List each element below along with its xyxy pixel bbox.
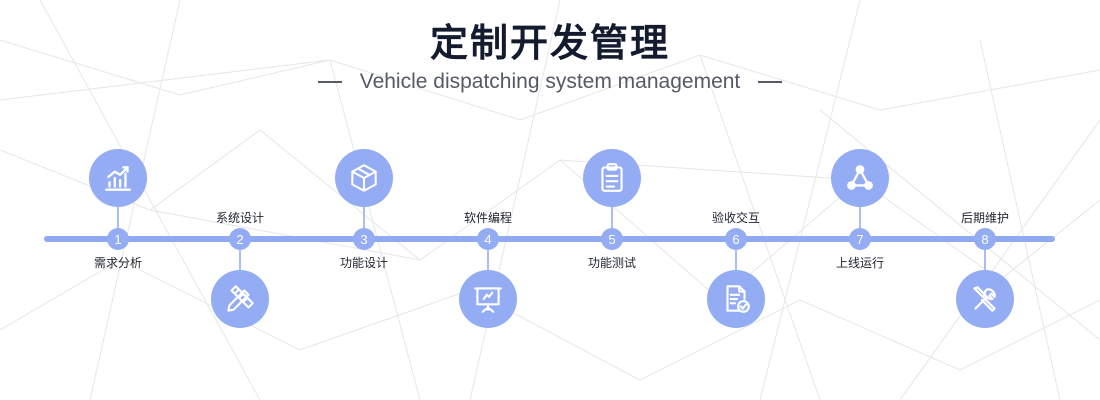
subtitle-row: Vehicle dispatching system management bbox=[0, 70, 1100, 94]
connector bbox=[611, 206, 613, 230]
connector bbox=[363, 206, 365, 230]
page-subtitle: Vehicle dispatching system management bbox=[359, 70, 741, 93]
step-number: 5 bbox=[601, 228, 623, 250]
subtitle-dash-left bbox=[317, 81, 342, 83]
step-label: 软件编程 bbox=[463, 211, 512, 225]
step-number: 2 bbox=[229, 228, 251, 250]
connector bbox=[859, 206, 861, 230]
step-number: 4 bbox=[477, 228, 499, 250]
step-number: 8 bbox=[974, 228, 996, 250]
step-number: 7 bbox=[849, 228, 871, 250]
network-icon bbox=[831, 149, 889, 207]
step-label: 上线运行 bbox=[835, 256, 884, 270]
timeline-bar bbox=[44, 236, 1055, 242]
chart-icon bbox=[89, 149, 147, 207]
connector bbox=[239, 250, 241, 272]
step-number: 3 bbox=[353, 228, 375, 250]
step-label: 功能测试 bbox=[587, 256, 636, 270]
page-title: 定制开发管理 bbox=[429, 21, 670, 65]
pencil-ruler-icon bbox=[211, 270, 269, 328]
clipboard-icon bbox=[583, 149, 641, 207]
document-check-icon bbox=[707, 270, 765, 328]
step-label: 验收交互 bbox=[711, 211, 760, 225]
step-label: 需求分析 bbox=[93, 256, 142, 270]
step-number: 6 bbox=[725, 228, 747, 250]
subtitle-dash-right bbox=[758, 81, 783, 83]
connector bbox=[117, 206, 119, 230]
step-number: 1 bbox=[107, 228, 129, 250]
connector bbox=[487, 250, 489, 272]
cube-icon bbox=[335, 149, 393, 207]
step-label: 功能设计 bbox=[339, 256, 388, 270]
connector bbox=[735, 250, 737, 272]
step-label: 后期维护 bbox=[960, 211, 1009, 225]
presentation-board-icon bbox=[459, 270, 517, 328]
wrench-screwdriver-icon bbox=[956, 270, 1014, 328]
step-label: 系统设计 bbox=[215, 211, 264, 225]
connector bbox=[984, 250, 986, 272]
